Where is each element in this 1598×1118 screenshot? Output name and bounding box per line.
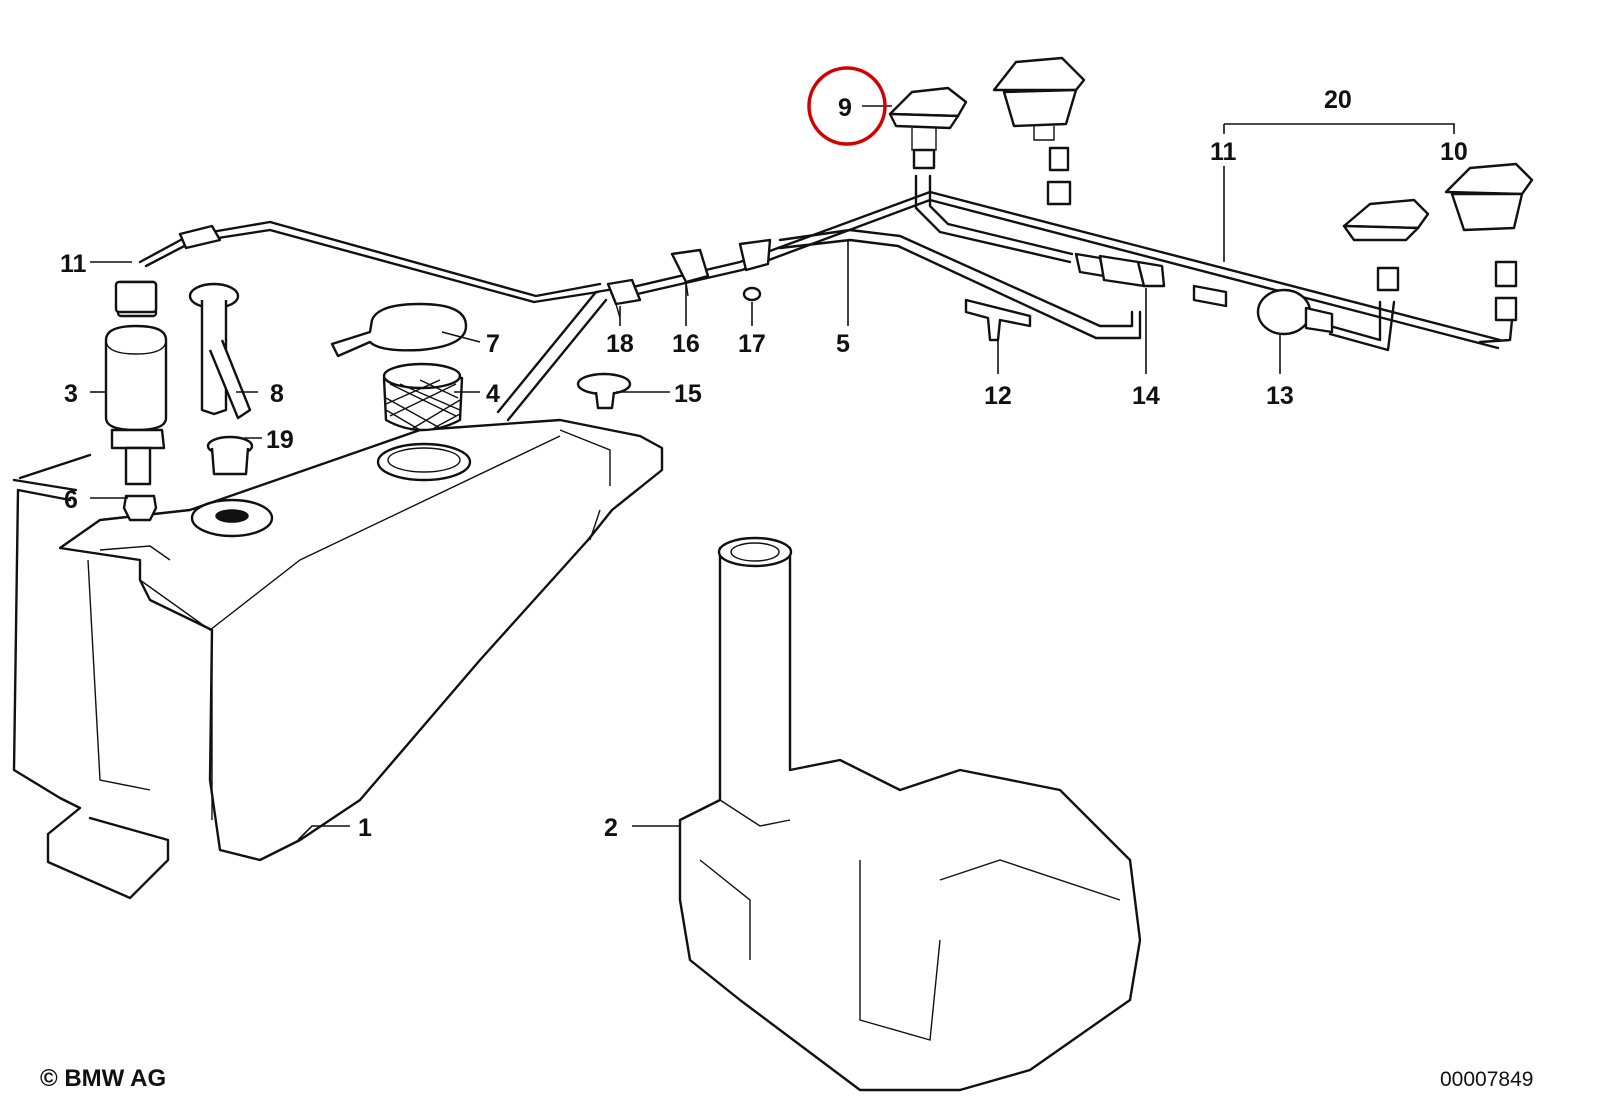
filter-4 <box>376 362 472 482</box>
leader-lines <box>90 105 1455 841</box>
callout-8: 8 <box>270 380 284 408</box>
callout-14: 14 <box>1132 382 1160 410</box>
connector-11 <box>114 224 222 314</box>
washer-nozzle-9 <box>888 86 968 170</box>
level-sensor-8 <box>188 282 252 420</box>
callout-1: 1 <box>358 814 372 842</box>
callout-7: 7 <box>486 330 500 358</box>
grommet-19 <box>190 435 274 538</box>
callout-11-left: 11 <box>60 250 87 278</box>
clip-17 <box>738 238 772 302</box>
highlight-circle <box>807 66 887 146</box>
check-valve-14 <box>1074 252 1166 288</box>
t-connector-12 <box>964 298 1032 342</box>
callout-18: 18 <box>606 330 634 358</box>
washer-tank-2 <box>678 536 1142 1092</box>
clip-18 <box>606 278 642 319</box>
valve-13 <box>1192 284 1334 336</box>
callout-4: 4 <box>486 380 500 408</box>
washer-nozzle-right <box>1342 198 1430 292</box>
clip-16 <box>670 248 710 297</box>
copyright-text: © BMW AG <box>40 1065 166 1092</box>
plug-15 <box>576 372 632 410</box>
callout-15: 15 <box>674 380 702 408</box>
drawing-number: 00007849 <box>1440 1068 1533 1091</box>
callout-16: 16 <box>672 330 700 358</box>
washer-nozzle-top <box>992 56 1086 206</box>
grommet-6 <box>122 494 158 522</box>
callout-11-right: 11 <box>1210 138 1237 166</box>
callout-10: 10 <box>1440 138 1468 166</box>
callout-17: 17 <box>738 330 766 358</box>
callout-6: 6 <box>64 486 78 514</box>
hose-network <box>138 174 1514 422</box>
callout-19: 19 <box>266 426 294 454</box>
callout-3: 3 <box>64 380 78 408</box>
callout-5: 5 <box>836 330 850 358</box>
washer-nozzle-10 <box>1444 162 1534 322</box>
callout-20: 20 <box>1324 86 1352 114</box>
callout-2: 2 <box>604 814 618 842</box>
callout-9: 9 <box>838 94 852 122</box>
callout-labels: 1 2 3 4 5 6 7 8 9 10 11 11 12 13 14 15 1… <box>60 86 1468 842</box>
filter-cover-7 <box>330 302 468 358</box>
callout-12: 12 <box>984 382 1012 410</box>
callout-13: 13 <box>1266 382 1294 410</box>
